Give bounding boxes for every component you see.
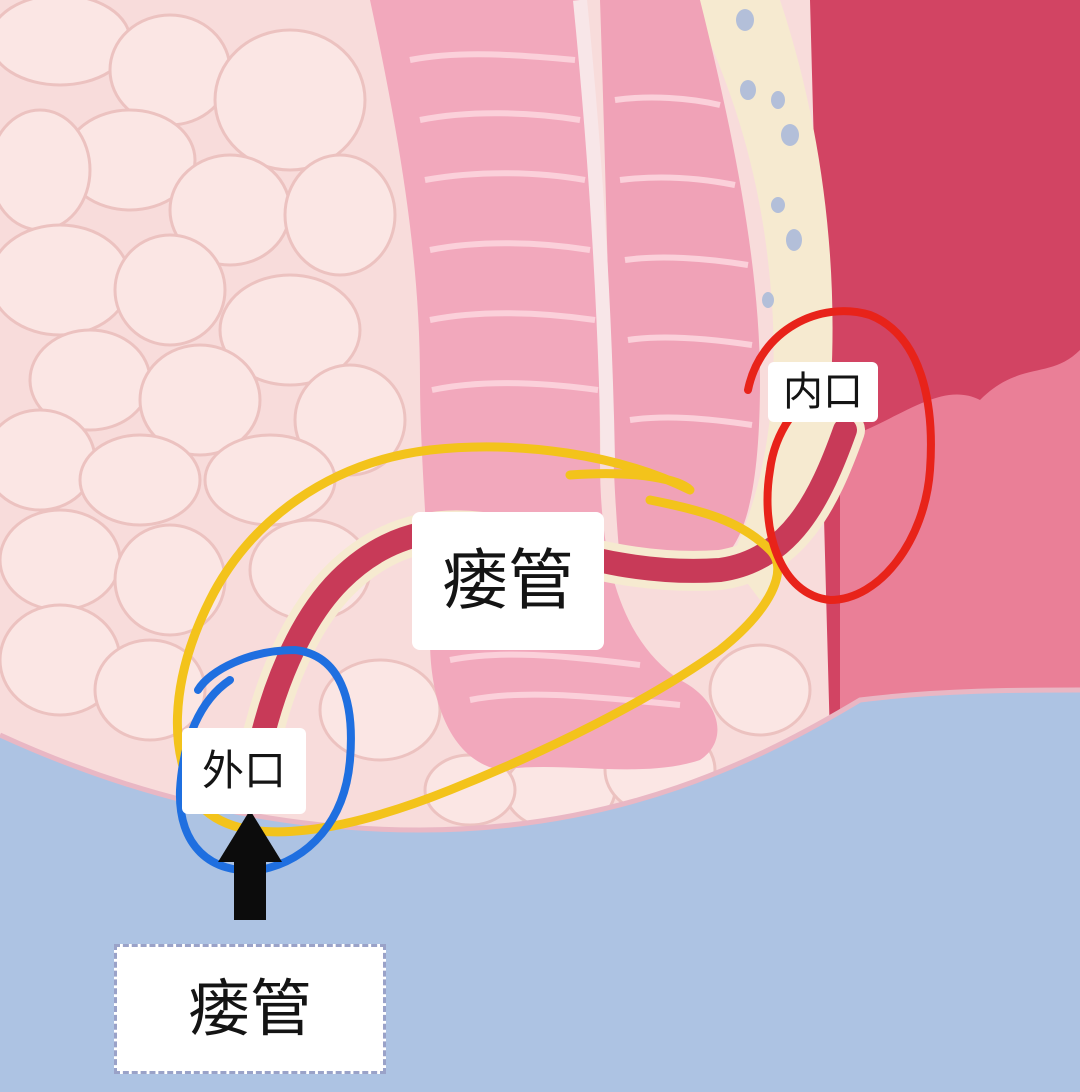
anal-canal-lining [840, 350, 1080, 740]
septum-dots [736, 9, 802, 308]
fat-lobules [0, 0, 812, 832]
arrow-up-icon [218, 810, 282, 920]
external-opening-label: 外口 [182, 728, 306, 814]
rectum-divider [573, 0, 615, 461]
external-opening-highlight-blue [175, 646, 355, 875]
fistula-tract-label: 瘘管 [412, 512, 604, 650]
caption-label: 瘘管 [114, 944, 386, 1074]
internal-opening-label: 内口 [768, 362, 878, 422]
intersphincteric-layer [690, 0, 833, 600]
internal-opening-highlight-red [744, 307, 935, 604]
